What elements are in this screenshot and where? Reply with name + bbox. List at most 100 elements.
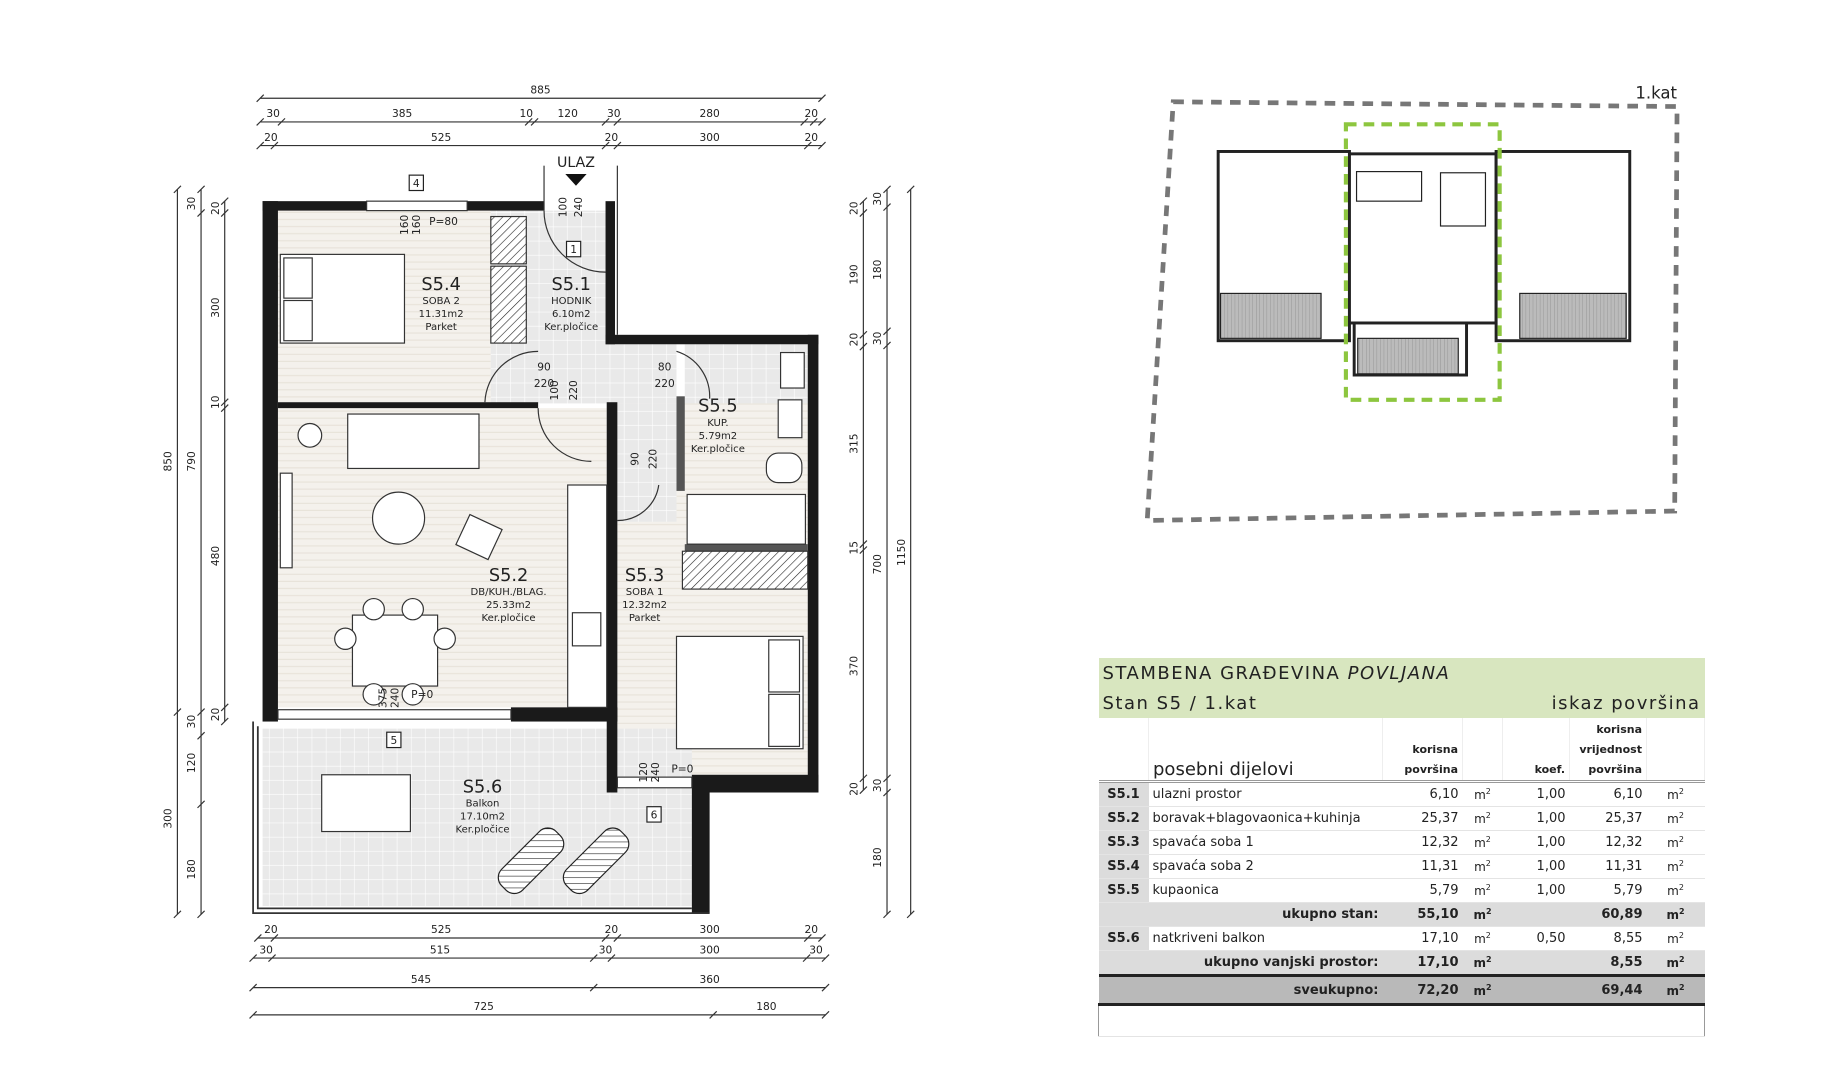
dimension-tick bbox=[220, 209, 229, 217]
dimension-tick bbox=[173, 185, 182, 194]
door-dimension: 90 bbox=[629, 452, 642, 466]
dimension-tick bbox=[821, 983, 830, 992]
dimension-label: 20 bbox=[805, 107, 819, 120]
site-key-plan: 1.kat bbox=[1144, 83, 1680, 523]
dimension-tick bbox=[859, 342, 868, 351]
room-floor: Ker.pločice bbox=[691, 443, 745, 455]
dimension-tick bbox=[173, 708, 182, 717]
dimension-label: 20 bbox=[209, 201, 222, 215]
dimension-tick bbox=[249, 954, 258, 963]
unit-m2: m2 bbox=[1646, 950, 1705, 976]
table-title-location: POVLJANA bbox=[1347, 662, 1451, 684]
unit-m2: m2 bbox=[1462, 902, 1503, 927]
dimension-tick bbox=[613, 117, 622, 126]
dimension-label: 725 bbox=[474, 1000, 494, 1013]
dimension-tick bbox=[601, 934, 610, 942]
window-tag-number: 4 bbox=[413, 177, 420, 190]
corridor-floor bbox=[490, 344, 677, 404]
dimension-tick bbox=[906, 910, 915, 919]
dimension-tick bbox=[883, 185, 891, 194]
header-name: posebni dijelovi bbox=[1148, 718, 1383, 783]
dimension-label: 545 bbox=[411, 973, 431, 986]
dimension-label: 120 bbox=[185, 753, 198, 774]
room-area: 25.33m2 bbox=[486, 600, 531, 611]
dimension-tick bbox=[809, 117, 818, 126]
dimension-label: 30 bbox=[185, 197, 198, 211]
dimension-tick bbox=[601, 141, 610, 150]
floor-label: 1.kat bbox=[1635, 83, 1677, 102]
row-value: 6,10 bbox=[1569, 781, 1647, 807]
row-area: 5,79 bbox=[1382, 878, 1463, 903]
dimension-tick bbox=[524, 117, 533, 126]
dimension-label: 300 bbox=[699, 943, 720, 956]
row-value: 25,37 bbox=[1569, 806, 1647, 831]
bed bbox=[279, 253, 804, 750]
door-dimension: 80 bbox=[658, 360, 672, 373]
row-value: 12,32 bbox=[1569, 830, 1647, 855]
unit-m2: m2 bbox=[1462, 854, 1503, 879]
room-code: S5.1 bbox=[552, 275, 591, 295]
dimension-tick bbox=[220, 404, 229, 413]
dimension-tick bbox=[256, 94, 265, 103]
unit-m2: m2 bbox=[1462, 926, 1503, 951]
row-code: S5.5 bbox=[1098, 878, 1149, 903]
unit-m2: m2 bbox=[1646, 878, 1705, 903]
row-koef: 1,00 bbox=[1502, 878, 1570, 903]
dimension-label: 180 bbox=[185, 859, 198, 880]
row-koef: 1,00 bbox=[1502, 781, 1570, 807]
dimension-label: 30 bbox=[259, 943, 273, 956]
unit-m2: m2 bbox=[1646, 974, 1705, 1006]
dimension-label: 525 bbox=[431, 131, 451, 144]
dimension-label: 885 bbox=[530, 84, 550, 97]
table-title: STAMBENA GRAĐEVINA bbox=[1102, 662, 1341, 684]
dimension-tick bbox=[613, 934, 622, 942]
entrance-arrow-icon bbox=[565, 173, 587, 186]
dimension-tick bbox=[818, 94, 826, 103]
dimension-label: 300 bbox=[699, 131, 720, 144]
dimension-tick bbox=[173, 910, 182, 919]
dimension-label: 790 bbox=[185, 451, 198, 472]
wardrobe bbox=[490, 215, 527, 265]
room-name: SOBA 1 bbox=[626, 587, 664, 598]
dimension-tick bbox=[802, 954, 811, 963]
room-floor: Ker.pločice bbox=[456, 824, 510, 836]
door-dimension: 90 bbox=[537, 360, 551, 373]
dimension-label: 370 bbox=[847, 656, 860, 677]
dimension-tick bbox=[256, 117, 265, 126]
header-koef: koef. bbox=[1502, 718, 1570, 783]
room-name: DB/KUH./BLAG. bbox=[471, 587, 547, 598]
dimension-tick bbox=[601, 117, 610, 126]
room-floor: Parket bbox=[425, 322, 457, 333]
room-floor: Parket bbox=[629, 613, 661, 624]
dimension-tick bbox=[530, 117, 539, 126]
dimension-tick bbox=[197, 708, 206, 717]
dimension-tick bbox=[268, 954, 276, 963]
dimension-tick bbox=[803, 141, 812, 150]
dimension-tick bbox=[256, 141, 265, 150]
dimension-tick bbox=[859, 197, 868, 206]
unit-m2: m2 bbox=[1646, 854, 1705, 879]
dimension-tick bbox=[821, 1010, 830, 1019]
walls bbox=[262, 201, 819, 914]
dimension-tick bbox=[883, 203, 891, 212]
window-sill: P=80 bbox=[429, 215, 458, 228]
dimension-tick bbox=[883, 788, 891, 797]
dimension-label: 30 bbox=[266, 107, 280, 120]
window-width: 375 bbox=[377, 688, 390, 708]
unit-m2: m2 bbox=[1646, 806, 1705, 831]
row-code: S5.4 bbox=[1098, 854, 1149, 879]
sun-lounger bbox=[497, 827, 630, 895]
room-floor: Ker.pločice bbox=[482, 612, 536, 624]
room-name: KUP. bbox=[707, 418, 728, 429]
dimension-tick bbox=[818, 117, 826, 126]
dimension-label: 280 bbox=[699, 107, 720, 120]
room-code: S5.6 bbox=[463, 778, 502, 798]
dimension-tick bbox=[197, 800, 206, 809]
dimension-label: 20 bbox=[605, 923, 619, 936]
dimension-label: 385 bbox=[392, 107, 412, 120]
row-name: spavaća soba 1 bbox=[1148, 830, 1383, 855]
